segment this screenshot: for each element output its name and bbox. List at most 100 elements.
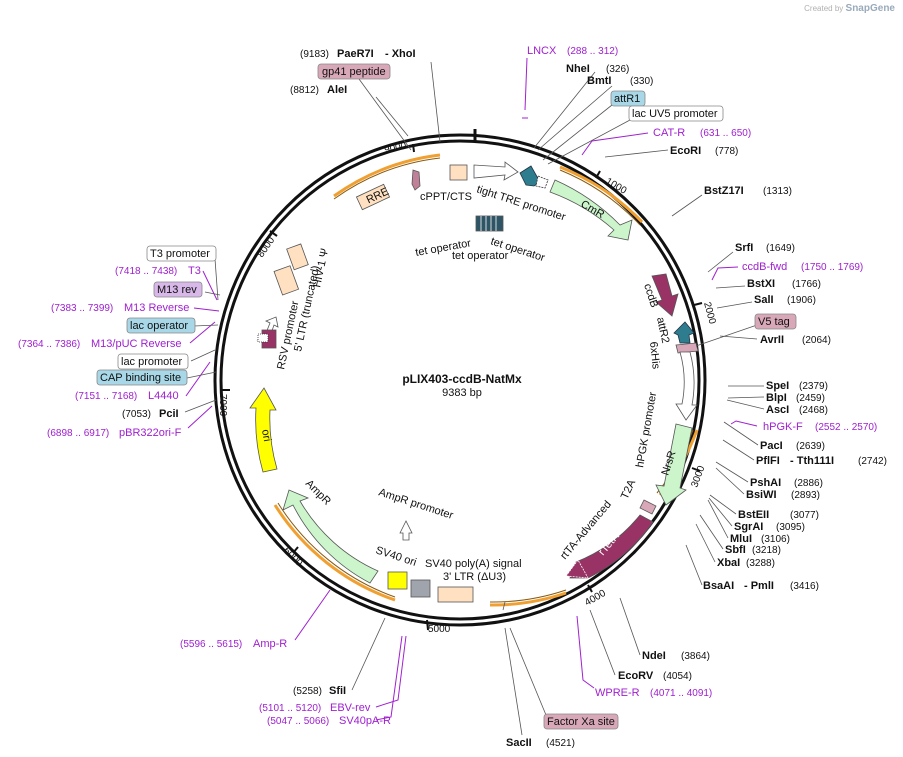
primer-name-m13reverse: M13 Reverse: [124, 302, 189, 314]
gene-arcs: [273, 153, 699, 607]
site-pos-blpi: (2459): [796, 393, 825, 404]
box-leaders: [186, 78, 758, 379]
site-name-ecori: EcoRI: [670, 145, 701, 157]
watermark-created-by: Created by: [804, 4, 844, 13]
site-name-bstxi: BstXI: [747, 278, 775, 290]
site-name-bsteii: BstEII: [738, 509, 769, 521]
feature-label-attr2: attR2: [654, 316, 671, 344]
primer-name-hpgkf: hPGK-F: [763, 421, 803, 433]
feature-label-cmr: CmR: [579, 198, 607, 221]
site-pos-alei: (8812): [290, 85, 319, 96]
backbone-outer: [213, 133, 707, 627]
snapgene-watermark: Created by SnapGene: [804, 3, 895, 14]
site-pos-bmti: (330): [630, 76, 653, 87]
primer-name-wprer: WPRE-R: [595, 687, 640, 699]
primer-range-m13puc: (7364 .. 7386): [18, 339, 80, 350]
primer-name-ampr: Amp-R: [253, 638, 287, 650]
site-pos-sbfi: (3218): [752, 545, 781, 556]
site-pos-paci: (2639): [796, 441, 825, 452]
site-pos-ecori: (778): [715, 146, 738, 157]
site-name-bsiwi: BsiWI: [746, 489, 777, 501]
site-name-mlui: MluI: [730, 533, 752, 545]
site-pos-bstxi: (1766): [792, 279, 821, 290]
feature-label-tetop3: tet operator: [452, 250, 509, 262]
site-pos-spei: (2379): [799, 381, 828, 392]
primer-name-lncx: LNCX: [527, 45, 557, 57]
primer-name-l4440: L4440: [148, 390, 179, 402]
site-name-ecorv: EcoRV: [618, 670, 654, 682]
primer-range-t3: (7418 .. 7438): [115, 266, 177, 277]
box-m13rev: M13 rev: [157, 284, 197, 296]
plasmid-name: pLIX403-ccdB-NatMx: [402, 372, 522, 386]
primer-leaders: [185, 57, 758, 721]
primer-name-ebvrev: EBV-rev: [330, 702, 371, 714]
site-name-bmti: BmtI: [587, 75, 611, 87]
site-name-bsaai: BsaAI: [703, 580, 734, 592]
tick-label-5000: 5000: [428, 624, 451, 635]
site-name-sfii: SfiI: [329, 685, 346, 697]
site-name-sali: SalI: [754, 294, 774, 306]
primer-range-ampr: (5596 .. 5615): [180, 639, 242, 650]
site-name-pflfi: PflFI: [756, 455, 780, 467]
tick-label-2000: 2000: [701, 301, 717, 326]
box-lacoperator: lac operator: [130, 320, 188, 332]
site-name-pshai: PshAI: [750, 477, 781, 489]
site-name-bstz17i: BstZ17I: [704, 185, 744, 197]
feature-label-sv40ori: SV40 ori: [374, 544, 418, 568]
site-name-pmli: - PmlI: [744, 580, 774, 592]
site-pos-ndei: (3864): [681, 651, 710, 662]
site-pos-mlui: (3106): [761, 534, 790, 545]
primer-name-m13puc: M13/pUC Reverse: [91, 338, 181, 350]
primer-name-pbr322: pBR322ori-F: [119, 427, 182, 439]
site-pos-bstz17i: (1313): [763, 186, 792, 197]
feature-label-sv40pa: SV40 poly(A) signal: [425, 558, 522, 570]
box-gp41: gp41 peptide: [322, 66, 386, 78]
primer-name-ccdbfwd: ccdB-fwd: [742, 261, 787, 273]
site-pos-sacii: (4521): [546, 738, 575, 749]
site-pos-bsteii: (3077): [790, 510, 819, 521]
site-name-xhoi: - XhoI: [385, 48, 416, 60]
box-attr1: attR1: [614, 93, 640, 105]
site-pos-pshai: (2886): [794, 478, 823, 489]
primer-name-catr: CAT-R: [653, 127, 685, 139]
site-name-paci: PacI: [760, 440, 783, 452]
cppt-marker: [411, 169, 421, 191]
tick-label-9000: 9000: [383, 140, 407, 155]
box-t3promoter: T3 promoter: [150, 248, 210, 260]
feature-label-amprp: AmpR promoter: [377, 486, 455, 522]
restriction-sites: (9183) PaeR7I - XhoI (8812) AleI NheI (3…: [122, 48, 887, 749]
boxed-labels: gp41 peptide attR1 lac UV5 promoter V5 t…: [96, 63, 797, 730]
site-name-srfi: SrfI: [735, 242, 753, 254]
site-name-ndei: NdeI: [642, 650, 666, 662]
box-lacpromoter: lac promoter: [121, 356, 182, 368]
site-pos-nhei: (326): [606, 64, 629, 75]
box-factorxa: Factor Xa site: [547, 716, 615, 728]
primer-name-sv40par: SV40pA-R: [339, 715, 391, 727]
feature-label-cppt: cPPT/CTS: [420, 191, 472, 203]
primer-name-t3: T3: [188, 265, 201, 277]
site-pos-bsaai: (3416): [790, 581, 819, 592]
site-pos-asci: (2468): [799, 405, 828, 416]
primer-range-wprer: (4071 .. 4091): [650, 688, 712, 699]
feature-label-ampr: AmpR: [303, 478, 333, 508]
primer-labels: LNCX (288 .. 312) CAT-R (631 .. 650) ccd…: [18, 45, 877, 727]
primer-range-ccdbfwd: (1750 .. 1769): [801, 262, 863, 273]
plasmid-size: 9383 bp: [442, 387, 482, 399]
box-lacuv5: lac UV5 promoter: [632, 108, 718, 120]
site-name-sbfi: SbfI: [725, 544, 746, 556]
watermark-brand: SnapGene: [845, 3, 895, 14]
site-pos-srfi: (1649): [766, 243, 795, 254]
site-leaders: [184, 61, 765, 736]
site-name-sacii: SacII: [506, 737, 532, 749]
feature-label-t2a: T2A: [619, 477, 639, 501]
site-name-paer7i: PaeR7I: [337, 48, 374, 60]
site-pos-pflfi: (2742): [858, 456, 887, 467]
feature-label-3ltr: 3' LTR (ΔU3): [443, 571, 506, 583]
site-name-tth111i: - Tth111I: [790, 455, 834, 467]
primer-range-sv40par: (5047 .. 5066): [267, 716, 329, 727]
site-name-nhei: NheI: [566, 63, 590, 75]
site-pos-sali: (1906): [787, 295, 816, 306]
site-name-blpi: BlpI: [766, 392, 787, 404]
primer-range-catr: (631 .. 650): [700, 128, 751, 139]
